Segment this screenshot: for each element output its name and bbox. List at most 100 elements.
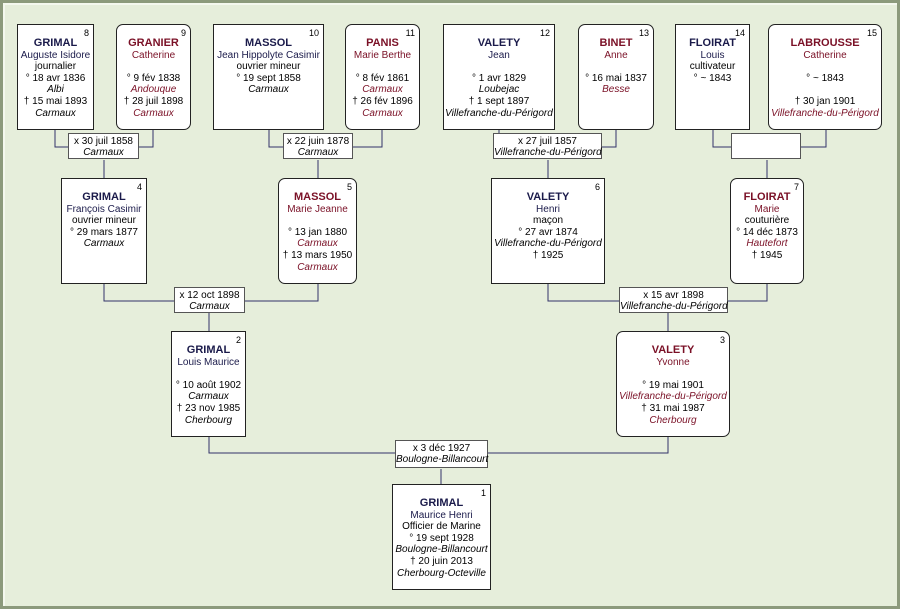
surname: GRIMAL [419, 497, 464, 509]
marriage-box-4[interactable]: x 30 juil 1858 Carmaux [68, 133, 139, 159]
marriage-place: Carmaux [297, 147, 339, 158]
surname: FLOIRAT [743, 191, 791, 203]
marriage-box-1[interactable]: x 3 déc 1927 Boulogne-Billancourt [395, 440, 488, 468]
detail-line: Cherbourg [649, 414, 697, 426]
detail-line: Hautefort [746, 238, 788, 250]
detail-line: ° 27 avr 1874 [518, 226, 578, 238]
detail-line: Villefranche-du-Périgord [771, 107, 879, 119]
detail-line: ° ~ 1843 [693, 72, 732, 84]
detail-line: Boulogne-Billancourt [395, 544, 488, 556]
detail-line: Albi [47, 84, 64, 96]
detail-line: maçon [532, 215, 563, 227]
detail-line: Villefranche-du-Périgord [445, 107, 553, 119]
marriage-box-2[interactable]: x 12 oct 1898 Carmaux [174, 287, 245, 313]
surname: MASSOL [293, 191, 342, 203]
detail-line: † 26 fév 1896 [352, 95, 413, 107]
detail-line: † 1945 [751, 249, 783, 261]
detail-line: cultivateur [689, 61, 736, 73]
marriage-place: Villefranche-du-Périgord [620, 301, 728, 312]
detail-line: ° ~ 1843 [806, 72, 844, 84]
person-number: 14 [734, 28, 745, 38]
detail-line: Carmaux [188, 391, 229, 403]
person-number: 5 [346, 182, 352, 192]
given-name: Louis [700, 49, 725, 61]
detail-line [117, 61, 190, 73]
person-10[interactable]: 10 MASSOL Jean Hippolyte Casimir ouvrier… [213, 24, 324, 130]
person-14[interactable]: 14 FLOIRAT Louis cultivateur° ~ 1843 [675, 24, 750, 130]
detail-line: Officier de Marine [402, 521, 481, 533]
detail-line: ° 19 sept 1928 [409, 532, 474, 544]
marriage-date: x 22 juin 1878 [286, 136, 350, 147]
detail-line: ° 1 avr 1829 [471, 72, 527, 84]
marriage-box-5[interactable]: x 22 juin 1878 Carmaux [283, 133, 353, 159]
person-1[interactable]: 1 GRIMAL Maurice Henri Officier de Marin… [392, 484, 491, 590]
person-number: 13 [638, 28, 649, 38]
given-name: Jean Hippolyte Casimir [217, 49, 320, 61]
detail-line [346, 61, 419, 73]
detail-line: ° 29 mars 1877 [70, 226, 138, 238]
person-4[interactable]: 4 GRIMAL François Casimir ouvrier mineur… [61, 178, 147, 284]
surname: LABROUSSE [790, 37, 860, 49]
person-number: 2 [235, 335, 241, 345]
marriage-date: x 12 oct 1898 [179, 290, 240, 301]
given-name: Henri [536, 203, 560, 215]
marriage-date: x 30 juil 1858 [74, 136, 133, 147]
detail-line: ° 8 fév 1861 [355, 72, 410, 84]
detail-line [444, 61, 554, 73]
detail-line: Besse [602, 84, 630, 96]
given-name: Marie Berthe [353, 49, 412, 61]
person-number: 8 [83, 28, 89, 38]
person-8[interactable]: 8 GRIMAL Auguste Isidore journalier° 18 … [17, 24, 94, 130]
marriage-box-3[interactable]: x 15 avr 1898 Villefranche-du-Périgord [619, 287, 728, 313]
surname: GRIMAL [82, 191, 126, 203]
surname: MASSOL [244, 37, 293, 49]
surname: BINET [599, 37, 633, 49]
detail-line: † 1 sept 1897 [468, 95, 530, 107]
person-number: 6 [594, 182, 600, 192]
marriage-date: x 3 déc 1927 [412, 443, 471, 454]
detail-line: ° 9 fév 1838 [126, 72, 181, 84]
surname: GRANIER [128, 37, 179, 49]
given-name: Auguste Isidore [20, 49, 91, 61]
detail-line: Carmaux [362, 84, 403, 96]
detail-line: Carmaux [297, 238, 338, 250]
marriage-box-7[interactable] [731, 133, 801, 159]
detail-line: ouvrier mineur [72, 215, 136, 227]
surname: VALETY [651, 344, 695, 356]
detail-line: ° 10 août 1902 [175, 379, 242, 391]
marriage-place: Boulogne-Billancourt [396, 454, 489, 465]
detail-line [579, 61, 653, 73]
detail-line: † 20 juin 2013 [410, 555, 473, 567]
detail-line: Andouque [130, 84, 177, 96]
surname: FLOIRAT [689, 37, 736, 49]
detail-line [617, 368, 729, 380]
detail-line [172, 368, 245, 380]
person-number: 4 [136, 182, 142, 192]
detail-line: Carmaux [83, 238, 125, 250]
detail-line: Carmaux [248, 84, 289, 96]
given-name: Maurice Henri [410, 509, 473, 521]
given-name: Marie [754, 203, 780, 215]
surname: VALETY [477, 37, 521, 49]
marriage-box-6[interactable]: x 27 juil 1857 Villefranche-du-Périgord [493, 133, 602, 159]
given-name: Yvonne [656, 356, 690, 368]
detail-line: ° 19 mai 1901 [642, 379, 704, 391]
given-name: Jean [488, 49, 510, 61]
person-number: 11 [405, 28, 415, 38]
detail-line: ouvrier mineur [236, 61, 301, 73]
surname: VALETY [526, 191, 570, 203]
marriage-place: Villefranche-du-Périgord [494, 147, 602, 158]
detail-line [769, 61, 881, 73]
detail-line: † 28 juil 1898 [123, 95, 184, 107]
detail-line: † 1925 [532, 249, 564, 261]
person-15[interactable]: 15 LABROUSSE Catherine ° ~ 1843 † 30 jan… [768, 24, 882, 130]
